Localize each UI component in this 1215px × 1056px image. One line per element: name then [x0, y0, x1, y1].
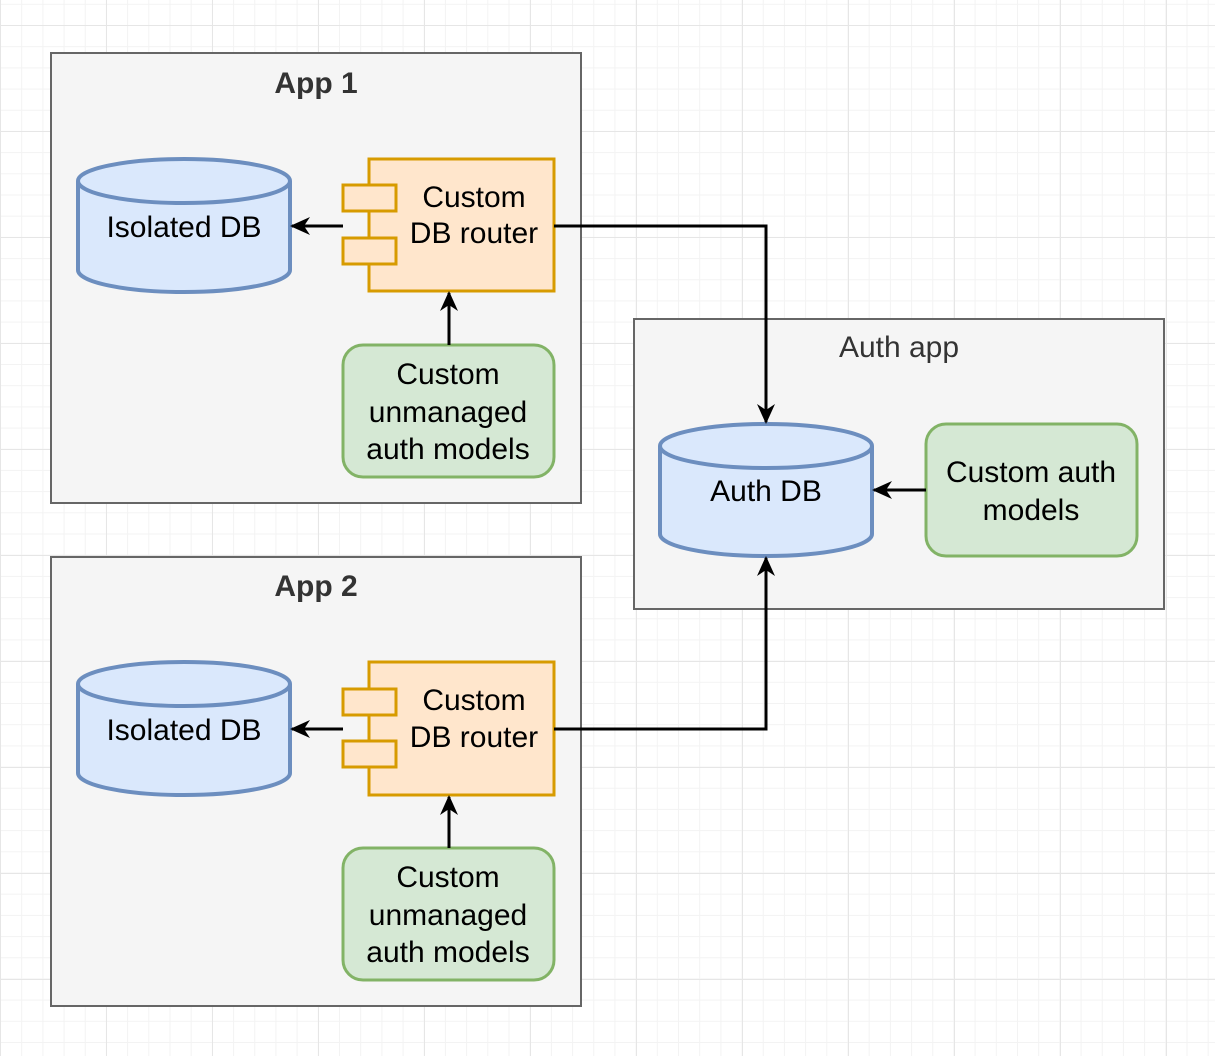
auth-db-label: Auth DB [710, 475, 822, 508]
app2-db-router: Custom DB router [341, 660, 556, 797]
auth-db: Auth DB [658, 422, 874, 558]
arrow-app1-router-to-auth-db [554, 224, 775, 424]
app1-router-label-2: DB router [410, 217, 538, 250]
app1-isolated-db-label: Isolated DB [106, 211, 261, 244]
app1-unmanaged-auth-models: Custom unmanaged auth models [341, 343, 556, 479]
app1-isolated-db: Isolated DB [76, 157, 292, 294]
app1-models-label-2: unmanaged [369, 396, 527, 429]
app2-title: App 2 [274, 570, 357, 603]
connectors [290, 217, 926, 848]
app1-models-label-3: auth models [366, 433, 529, 466]
app2-unmanaged-auth-models: Custom unmanaged auth models [341, 846, 556, 982]
app1-title: App 1 [274, 67, 357, 100]
app2-isolated-db-label: Isolated DB [106, 714, 261, 747]
app2-models-label-1: Custom [396, 861, 499, 894]
app2-models-label-3: auth models [366, 936, 529, 969]
app2-isolated-db: Isolated DB [76, 660, 292, 797]
app2-router-label-1: Custom [422, 684, 525, 717]
app2-models-label-2: unmanaged [369, 899, 527, 932]
arrow-app2-router-to-auth-db [554, 556, 775, 731]
auth-models-label-2: models [983, 494, 1080, 527]
app1-router-label-1: Custom [422, 181, 525, 214]
app2-router-label-2: DB router [410, 721, 538, 754]
auth-models-label-1: Custom auth [946, 456, 1116, 489]
auth-app-title: Auth app [839, 331, 959, 364]
app1-models-label-1: Custom [396, 358, 499, 391]
auth-custom-models: Custom auth models [924, 422, 1139, 558]
app1-db-router: Custom DB router [341, 157, 556, 293]
